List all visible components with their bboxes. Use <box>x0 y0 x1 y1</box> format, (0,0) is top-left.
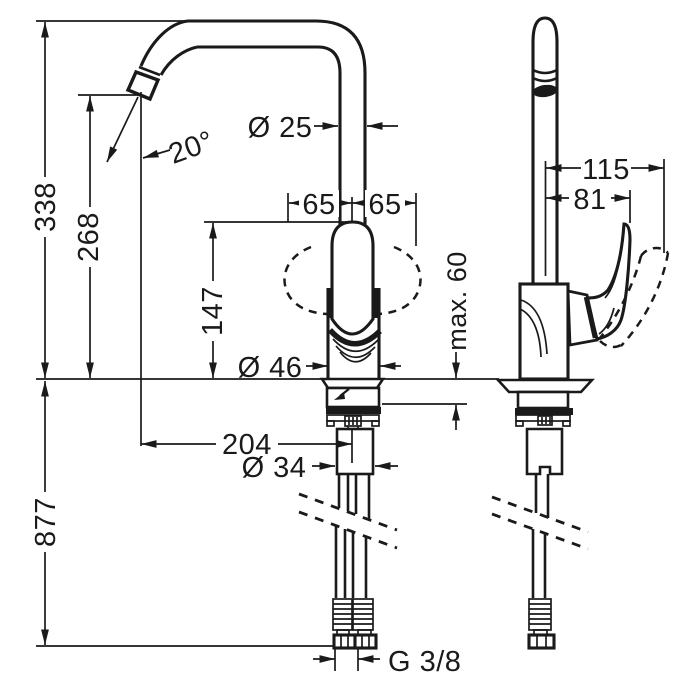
front-spout-outline <box>125 19 367 226</box>
side-handle-raised-dashed <box>599 246 670 349</box>
dimension-annotations: 338 268 147 877 max. 60 20° Ø 25 65 65 Ø… <box>30 20 665 678</box>
side-spout-outlet <box>532 84 558 98</box>
front-supply-hoses <box>298 474 398 650</box>
side-handle-hinge <box>566 289 599 347</box>
hose-nut <box>527 633 556 650</box>
side-supply-hose <box>491 474 589 650</box>
front-handle <box>327 220 382 363</box>
dim-65-right-label: 65 <box>368 189 401 221</box>
aerator-tip <box>125 69 161 102</box>
spout-stream-arrow <box>106 96 139 163</box>
side-shank <box>525 427 564 476</box>
break-line <box>491 495 589 534</box>
front-base <box>319 377 386 476</box>
side-spout-pipe <box>531 16 559 284</box>
dim-268-label: 268 <box>73 212 105 262</box>
side-base <box>495 378 595 476</box>
dim-g38-label: G 3/8 <box>388 646 461 678</box>
dimension-labels: 338 268 147 877 max. 60 20° Ø 25 65 65 Ø… <box>30 112 630 678</box>
dim-204-label: 204 <box>222 429 272 461</box>
hose-nut <box>332 633 357 650</box>
side-seal-gasket <box>515 408 573 415</box>
dim-115-label: 115 <box>582 154 630 186</box>
break-line <box>491 512 589 551</box>
dim-877-label: 877 <box>30 497 62 547</box>
dim-max60-label: max. 60 <box>442 251 472 351</box>
hose-nut <box>353 633 378 650</box>
front-view <box>125 19 422 650</box>
front-flange <box>319 377 386 390</box>
front-handle-swing-dashed <box>283 245 422 316</box>
break-line <box>298 510 398 550</box>
dim-65-left-label: 65 <box>302 189 335 221</box>
dim-d25-label: Ø 25 <box>248 112 313 144</box>
side-view <box>491 16 670 650</box>
dim-20deg-label: 20° <box>165 125 219 171</box>
label-backgrounds <box>31 155 631 552</box>
front-seal-gasket <box>326 407 381 414</box>
break-line <box>298 492 398 532</box>
dim-20deg-leader <box>142 149 171 159</box>
dim-147-label: 147 <box>197 286 229 336</box>
dim-d34-label: Ø 34 <box>242 452 307 484</box>
dim-81-label: 81 <box>573 184 606 216</box>
dim-338-label: 338 <box>30 182 62 232</box>
side-flange <box>495 378 595 394</box>
extension-lines <box>36 20 665 671</box>
front-shank <box>335 427 375 476</box>
dim-d46-label: Ø 46 <box>238 352 303 384</box>
alignment-arrow-icon <box>334 392 345 400</box>
